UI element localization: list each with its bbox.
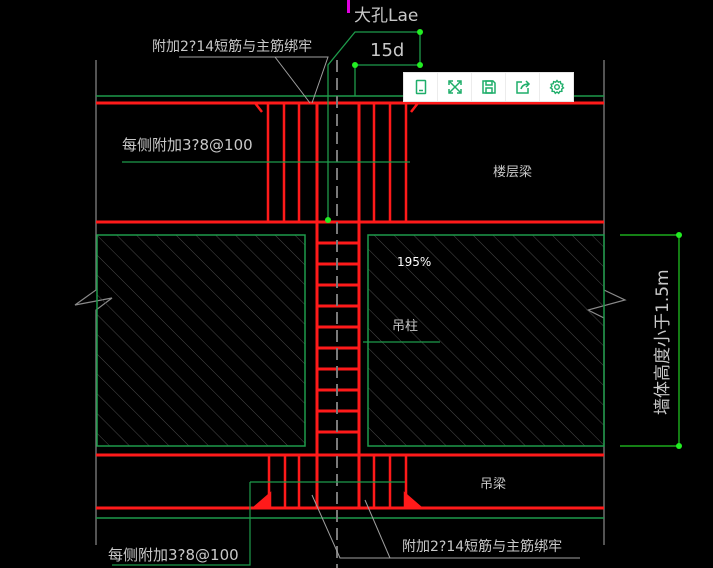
save-icon: [481, 80, 496, 94]
fullscreen-button[interactable]: [438, 73, 472, 101]
label-floor-beam: 楼层梁: [493, 165, 532, 180]
selection-marker: [347, 0, 350, 13]
viewer-toolbar: [403, 72, 574, 102]
leader-lines: [112, 31, 580, 566]
dim-node: [325, 217, 331, 223]
hatched-wall-left: [96, 234, 306, 447]
label-top-note: 附加2?14短筋与主筋绑牢: [152, 38, 312, 55]
gear-icon: [548, 79, 565, 95]
label-dim-15d: 15d: [370, 40, 404, 61]
zoom-level-indicator: 195%: [397, 255, 432, 269]
label-bottom-note: 附加2?14短筋与主筋绑牢: [402, 538, 562, 555]
share-button[interactable]: [506, 73, 540, 101]
label-hanging-column: 吊柱: [392, 319, 418, 334]
share-icon: [515, 80, 530, 94]
label-top-anchor: 大孔Lae: [354, 6, 418, 26]
tablet-view-button[interactable]: [404, 73, 438, 101]
settings-button[interactable]: [540, 73, 573, 101]
label-side-stirrup-bottom: 每侧附加3?8@100: [108, 546, 239, 564]
hanging-beam: [96, 453, 604, 519]
wall-height-dimension: [620, 232, 682, 449]
label-hanging-beam: 吊梁: [480, 477, 506, 492]
tablet-icon: [415, 79, 426, 95]
label-wall-height: 墙体高度小于1.5m: [653, 269, 673, 415]
hanging-column-rebar: [315, 103, 361, 508]
floor-beam: [96, 95, 604, 224]
expand-icon: [447, 80, 462, 94]
dim-node: [417, 29, 423, 35]
hatched-wall-right: [367, 234, 605, 447]
dim-node: [417, 62, 423, 68]
label-side-stirrup-top: 每侧附加3?8@100: [122, 136, 253, 154]
dim-node: [352, 62, 358, 68]
save-button[interactable]: [472, 73, 506, 101]
